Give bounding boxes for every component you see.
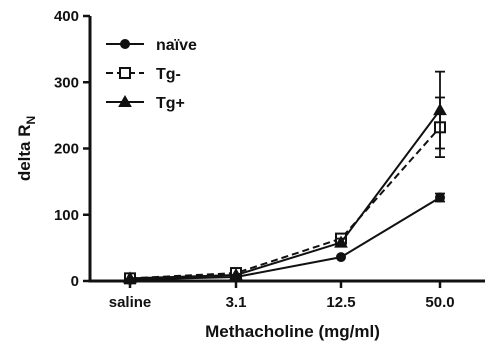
series-line: [129, 196, 441, 281]
legend-marker: [118, 94, 132, 107]
series-1: [124, 96, 446, 285]
data-point: [229, 268, 243, 281]
series-2: [123, 70, 447, 284]
y-axis-title: delta RN: [15, 116, 38, 181]
legend-item: Tg+: [106, 94, 185, 112]
x-ticks: saline 3.1 12.5 50.0: [109, 281, 455, 311]
x-tick-label: 12.5: [326, 294, 355, 311]
x-axis-title: Methacholine (mg/ml): [205, 322, 380, 341]
legend-marker: [119, 67, 131, 79]
data-point: [123, 271, 137, 284]
y-axis-title-main: delta R: [15, 124, 34, 181]
y-tick-label: 200: [54, 141, 79, 158]
legend-label: naïve: [156, 37, 197, 54]
series-line: [129, 126, 441, 280]
y-tick-label: 300: [54, 74, 79, 91]
y-tick-label: 100: [54, 207, 79, 224]
series-layer: [123, 70, 447, 285]
y-tick-label: 0: [71, 273, 79, 290]
axes: [88, 16, 485, 283]
series-0: [125, 192, 445, 285]
data-point: [433, 103, 447, 116]
data-point: [435, 192, 445, 203]
x-tick-label: 3.1: [226, 294, 247, 311]
legend-label: Tg+: [156, 95, 185, 112]
series-line: [129, 109, 441, 280]
y-ticks: 0 100 200 300 400: [54, 8, 90, 290]
data-point: [336, 252, 346, 263]
legend-label: Tg-: [156, 66, 181, 83]
legend-item: naïve: [106, 37, 197, 54]
data-point: [334, 235, 348, 248]
y-axis-title-subscript: N: [24, 116, 38, 125]
x-tick-label: saline: [109, 294, 152, 311]
x-tick-label: 50.0: [425, 294, 454, 311]
legend-item: Tg-: [106, 66, 181, 83]
y-tick-label: 400: [54, 8, 79, 25]
legend-marker: [120, 39, 130, 49]
